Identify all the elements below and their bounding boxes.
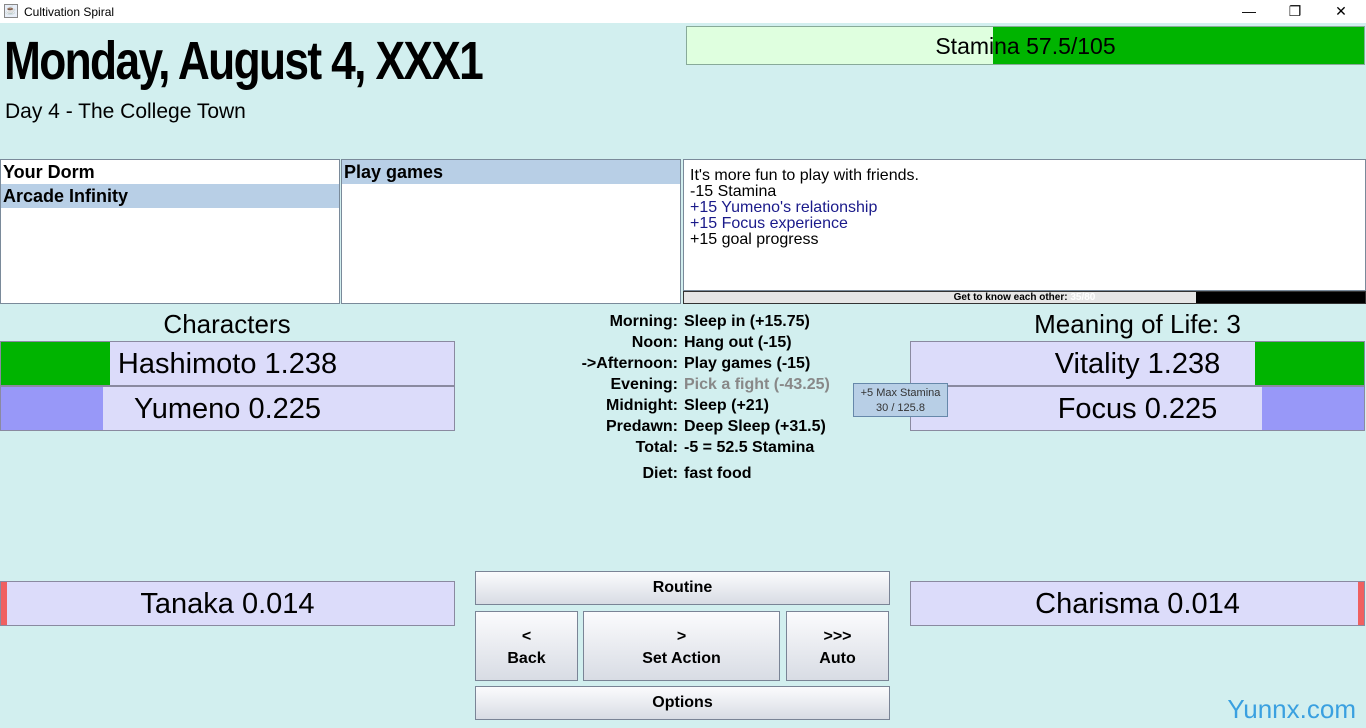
location-item[interactable]: Arcade Infinity	[1, 184, 339, 208]
character-label: Hashimoto 1.238	[117, 348, 338, 380]
set-action-label: Set Action	[642, 650, 721, 667]
stamina-label: Stamina 57.5/105	[935, 33, 1116, 59]
stat-label: Focus 0.225	[1057, 393, 1218, 425]
bar-fill	[1, 582, 8, 625]
back-label: Back	[507, 650, 546, 667]
schedule-slot-label: Morning:	[609, 313, 678, 330]
set-action-button[interactable]: > Set Action	[583, 611, 780, 681]
schedule-slot-label: Noon:	[631, 334, 678, 351]
description-line: +15 goal progress	[690, 231, 819, 248]
location-list[interactable]: Your Dorm Arcade Infinity	[0, 159, 340, 304]
description-line: It's more fun to play with friends.	[690, 167, 919, 184]
schedule-slot-label: ->Afternoon:	[581, 355, 678, 372]
character-yumeno[interactable]: Yumeno 0.225	[0, 386, 455, 431]
schedule-slot-value[interactable]: fast food	[684, 465, 752, 482]
day-subtitle: Day 4 - The College Town	[5, 100, 246, 123]
character-label: Yumeno 0.225	[133, 393, 322, 425]
schedule-slot-value[interactable]: Pick a fight (-43.25)	[684, 376, 830, 393]
schedule-slot-value[interactable]: Sleep in (+15.75)	[684, 313, 810, 330]
schedule-slot-label: Diet:	[642, 465, 678, 482]
stamina-fill	[993, 27, 1364, 64]
bar-fill	[1255, 342, 1364, 385]
title-bar: ☕ Cultivation Spiral — ❐ ✕	[0, 0, 1366, 23]
stamina-tooltip: +5 Max Stamina 30 / 125.8	[853, 383, 948, 417]
window-title: Cultivation Spiral	[24, 5, 115, 19]
action-item[interactable]: Play games	[342, 160, 680, 184]
meaning-of-life-heading: Meaning of Life: 3	[1034, 309, 1241, 339]
back-button[interactable]: < Back	[475, 611, 578, 681]
bar-fill	[1357, 582, 1364, 625]
schedule-slot-value[interactable]: Deep Sleep (+31.5)	[684, 418, 826, 435]
java-app-icon: ☕	[4, 4, 18, 18]
stat-focus[interactable]: Focus 0.225	[910, 386, 1365, 431]
bar-fill	[1, 387, 103, 430]
schedule-slot-value[interactable]: Hang out (-15)	[684, 334, 792, 351]
tooltip-line: +5 Max Stamina	[860, 387, 941, 399]
auto-label: Auto	[819, 650, 856, 667]
close-button[interactable]: ✕	[1335, 3, 1347, 19]
watermark: Yunnx.com	[1227, 694, 1356, 724]
forward-arrow-icon: >	[676, 628, 687, 645]
auto-button[interactable]: >>> Auto	[786, 611, 889, 681]
schedule-slot-label: Evening:	[610, 376, 678, 393]
back-arrow-icon: <	[521, 628, 532, 645]
fast-forward-icon: >>>	[823, 628, 852, 645]
location-item[interactable]: Your Dorm	[3, 162, 95, 182]
goal-progress-bar: Get to know each other: 35/80	[683, 291, 1366, 304]
schedule-slot-label: Predawn:	[605, 418, 678, 435]
description-line: +15 Yumeno's relationship	[690, 199, 878, 216]
schedule-slot-value[interactable]: Sleep (+21)	[684, 397, 769, 414]
character-hashimoto[interactable]: Hashimoto 1.238	[0, 341, 455, 386]
characters-heading: Characters	[163, 309, 291, 339]
action-description: It's more fun to play with friends.-15 S…	[683, 159, 1366, 291]
schedule-slot-label: Total:	[635, 439, 678, 456]
options-button[interactable]: Options	[475, 686, 890, 720]
stat-charisma[interactable]: Charisma 0.014	[910, 581, 1365, 626]
schedule-slot-value[interactable]: -5 = 52.5 Stamina	[684, 439, 815, 456]
minimize-button[interactable]: —	[1242, 3, 1256, 19]
goal-value: 35/80	[1070, 292, 1096, 303]
maximize-button[interactable]: ❐	[1288, 3, 1302, 19]
goal-progress-fill	[1196, 292, 1365, 303]
schedule-slot-label: Midnight:	[606, 397, 678, 414]
character-label: Tanaka 0.014	[140, 588, 315, 620]
stamina-bar: Stamina 57.5/105	[686, 26, 1365, 65]
stat-vitality[interactable]: Vitality 1.238	[910, 341, 1365, 386]
bar-fill	[1262, 387, 1364, 430]
tooltip-line: 30 / 125.8	[876, 402, 925, 414]
character-tanaka[interactable]: Tanaka 0.014	[0, 581, 455, 626]
description-line: +15 Focus experience	[690, 215, 848, 232]
schedule-slot-value[interactable]: Play games (-15)	[684, 355, 811, 372]
date-heading: Monday, August 4, XXX1	[4, 31, 484, 91]
bar-fill	[1, 342, 110, 385]
action-list[interactable]: Play games	[341, 159, 681, 304]
stat-label: Charisma 0.014	[1035, 588, 1240, 620]
routine-button[interactable]: Routine	[475, 571, 890, 605]
stat-label: Vitality 1.238	[1054, 348, 1221, 380]
goal-label: Get to know each other:	[953, 292, 1068, 303]
description-line: -15 Stamina	[690, 183, 777, 200]
